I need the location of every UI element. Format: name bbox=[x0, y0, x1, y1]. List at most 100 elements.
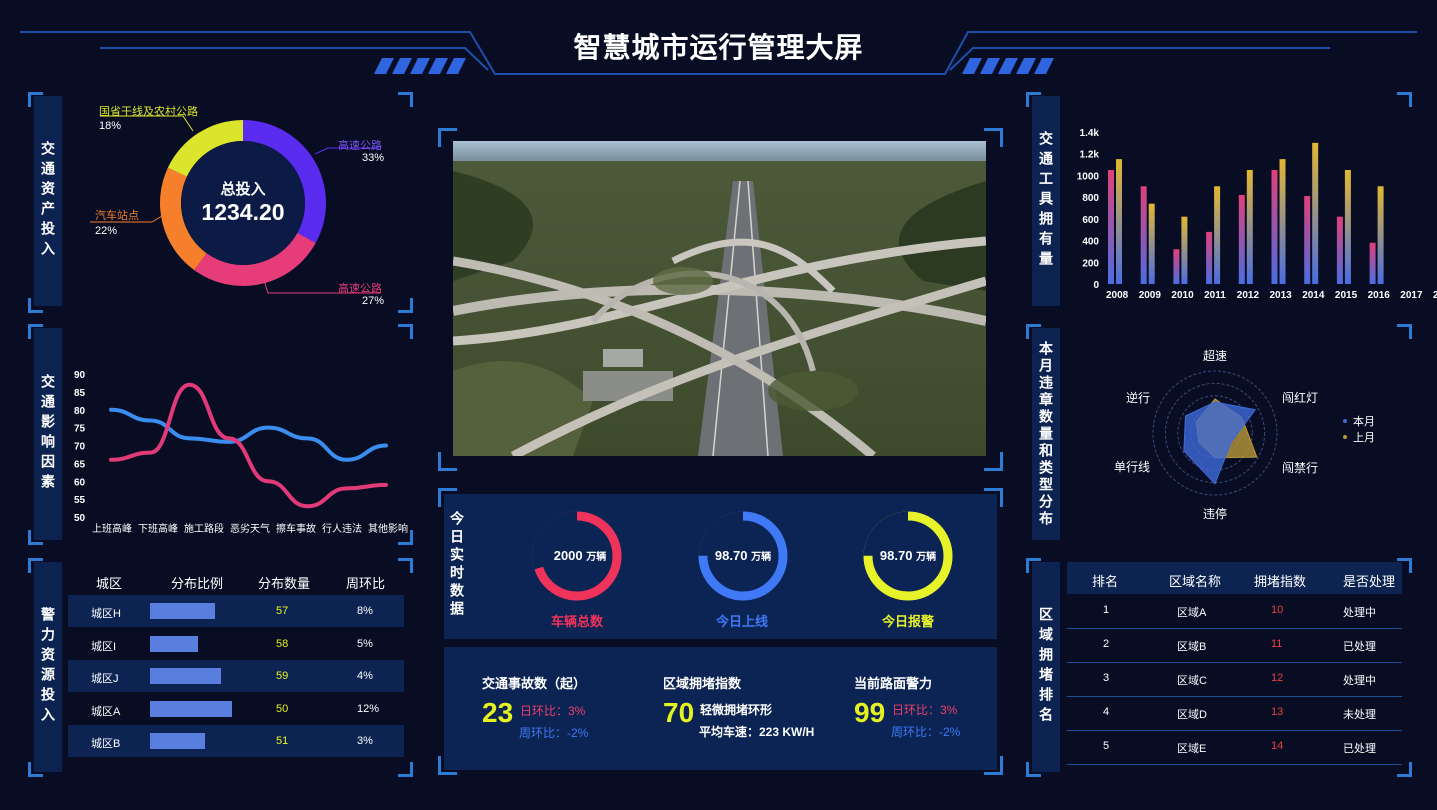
frame-corner bbox=[28, 324, 43, 339]
bar bbox=[1344, 170, 1351, 284]
bar bbox=[1279, 159, 1286, 284]
x-tick-label: 2012 bbox=[1237, 290, 1260, 301]
tab-police-resources: 警力资源投入 bbox=[34, 562, 62, 772]
stat-line: 日环比：3% bbox=[892, 703, 958, 717]
ratio-bar bbox=[150, 635, 199, 652]
y-tick-label: 65 bbox=[74, 459, 86, 470]
radar-axis-label: 违停 bbox=[1203, 506, 1227, 521]
congestion-index: 13 bbox=[1271, 706, 1284, 718]
legend-label: 上月 bbox=[1353, 431, 1375, 444]
stat-line: 平均车速：223 KW/H bbox=[699, 725, 815, 739]
frame-corner bbox=[28, 762, 43, 777]
stats-panel bbox=[444, 647, 997, 770]
slice-pct: 33% bbox=[362, 152, 385, 164]
frame-corner bbox=[438, 128, 457, 147]
x-tick-label: 其他影响 bbox=[368, 522, 408, 535]
frame-corner bbox=[398, 324, 413, 339]
x-tick-label: 20 bbox=[1433, 290, 1437, 301]
radar-axis-label: 闯禁行 bbox=[1282, 460, 1318, 475]
gauge-value: 2000 万辆 bbox=[553, 548, 607, 563]
area: 区域A bbox=[1177, 607, 1207, 619]
stat-title: 当前路面警力 bbox=[854, 676, 933, 691]
district-name: 城区J bbox=[91, 673, 119, 685]
donut-slice bbox=[194, 232, 316, 286]
slice-label: 高速公路 bbox=[338, 140, 382, 152]
stat-number: 99 bbox=[854, 697, 886, 728]
y-tick-label: 55 bbox=[74, 495, 86, 506]
x-tick-label: 2010 bbox=[1171, 290, 1194, 301]
gauge-fill bbox=[863, 511, 953, 601]
slice-label: 汽车站点 bbox=[95, 210, 139, 222]
y-tick-label: 50 bbox=[74, 513, 86, 524]
congestion-index: 10 bbox=[1271, 604, 1284, 616]
tab-violations: 本月违章数量和类型分布 bbox=[1032, 328, 1060, 540]
investment-donut-chart bbox=[90, 115, 380, 294]
slice-pct: 22% bbox=[95, 225, 118, 237]
frame-corner bbox=[1397, 324, 1412, 339]
frame-corner bbox=[438, 488, 457, 507]
status: 已处理 bbox=[1343, 641, 1376, 653]
y-tick-label: 1000 bbox=[1077, 171, 1100, 182]
congestion-index: 12 bbox=[1271, 672, 1284, 684]
y-tick-label: 75 bbox=[74, 424, 86, 435]
y-tick-label: 800 bbox=[1082, 193, 1099, 204]
count: 58 bbox=[276, 637, 289, 650]
donut-slice bbox=[167, 119, 243, 177]
tab-congestion-ranking: 区域拥堵排名 bbox=[1032, 562, 1060, 772]
congestion-index: 14 bbox=[1271, 740, 1284, 752]
bar bbox=[1271, 170, 1278, 284]
bar bbox=[1181, 216, 1188, 284]
x-tick-label: 擦车事故 bbox=[276, 522, 316, 535]
x-tick-label: 2008 bbox=[1106, 290, 1129, 301]
rank: 1 bbox=[1103, 604, 1110, 616]
y-tick-label: 85 bbox=[74, 388, 86, 399]
gauge-label: 今日上线 bbox=[715, 614, 768, 629]
bar bbox=[1173, 249, 1180, 284]
donut-center-label: 总投入 bbox=[220, 181, 266, 198]
y-tick-label: 1.4k bbox=[1080, 128, 1100, 139]
x-tick-label: 行人违法 bbox=[322, 522, 362, 535]
series-line bbox=[109, 382, 388, 509]
header-frame bbox=[20, 31, 1417, 75]
frame-corner bbox=[398, 558, 413, 573]
bar bbox=[1304, 196, 1311, 284]
frame-corner bbox=[1026, 762, 1041, 777]
radar-ring bbox=[1177, 395, 1253, 471]
wow: 5% bbox=[357, 637, 373, 650]
tab-traffic-factors: 交通影响因素 bbox=[34, 328, 62, 540]
wow: 8% bbox=[357, 605, 373, 617]
district-name: 城区A bbox=[91, 705, 121, 718]
status: 未处理 bbox=[1343, 709, 1376, 721]
x-tick-label: 2016 bbox=[1368, 290, 1391, 301]
frame-corner bbox=[398, 92, 413, 107]
frame-corner bbox=[1397, 558, 1412, 573]
x-tick-label: 2011 bbox=[1204, 290, 1226, 301]
frame-corner bbox=[984, 128, 1003, 147]
frame-corner bbox=[1397, 92, 1412, 107]
bar bbox=[1148, 203, 1155, 284]
frame-corner bbox=[1397, 762, 1412, 777]
gauge-value: 98.70 万辆 bbox=[714, 548, 772, 563]
page-title: 智慧城市运行管理大屏 bbox=[573, 32, 864, 63]
col-header: 分布数量 bbox=[258, 576, 311, 591]
gauge-fill bbox=[698, 511, 788, 601]
stat-number: 23 bbox=[482, 697, 514, 728]
donut-slice bbox=[159, 167, 207, 271]
stat-line: 轻微拥堵环形 bbox=[700, 703, 773, 717]
rank: 2 bbox=[1103, 638, 1110, 650]
traffic-factors-line-chart: 908580757065605550上班高峰下班高峰施工路段恶劣天气擦车事故行人… bbox=[74, 370, 408, 535]
col-header: 区域名称 bbox=[1169, 574, 1222, 589]
y-tick-label: 90 bbox=[74, 370, 86, 381]
district-name: 城区B bbox=[91, 738, 121, 750]
wow: 12% bbox=[357, 702, 380, 715]
gauge-fill bbox=[532, 511, 622, 601]
bar bbox=[1108, 170, 1114, 284]
police-table-header: 城区 分布比例 分布数量 周环比 bbox=[68, 568, 404, 594]
y-tick-label: 70 bbox=[74, 442, 86, 453]
radar-axis-label: 超速 bbox=[1203, 348, 1227, 363]
col-header: 周环比 bbox=[346, 576, 386, 591]
